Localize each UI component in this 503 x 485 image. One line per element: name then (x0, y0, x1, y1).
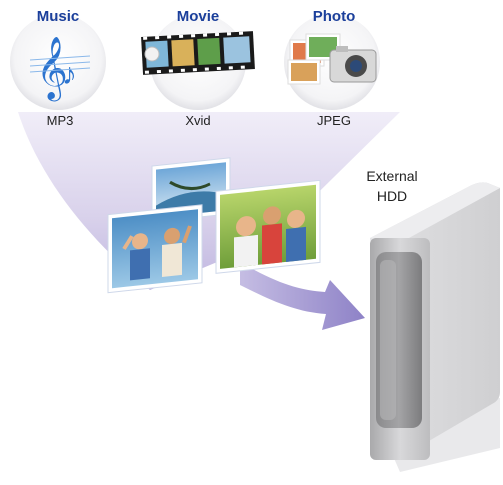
music-notes-icon: 𝄞 ♪ (29, 38, 91, 102)
photo-friends (107, 204, 203, 294)
transfer-arrow (240, 262, 365, 330)
photo-format-label: JPEG (317, 113, 351, 128)
movie-title: Movie (176, 8, 220, 25)
music-circle (10, 14, 106, 110)
photo-title: Photo (312, 8, 356, 25)
camera-photos-icon (287, 33, 377, 85)
photo-family (215, 179, 321, 274)
music-format-label: MP3 (46, 113, 74, 128)
svg-text:♪: ♪ (62, 58, 77, 91)
music-title: Music (36, 8, 80, 25)
film-strip-icon (141, 31, 255, 75)
photo-beach (151, 157, 231, 223)
hdd-label-line2: HDD (376, 188, 408, 204)
external-hdd-icon (370, 182, 500, 460)
movie-format-label: Xvid (185, 113, 211, 128)
hdd-label: External HDD (352, 166, 432, 206)
hdd-label-line1: External (366, 168, 418, 184)
